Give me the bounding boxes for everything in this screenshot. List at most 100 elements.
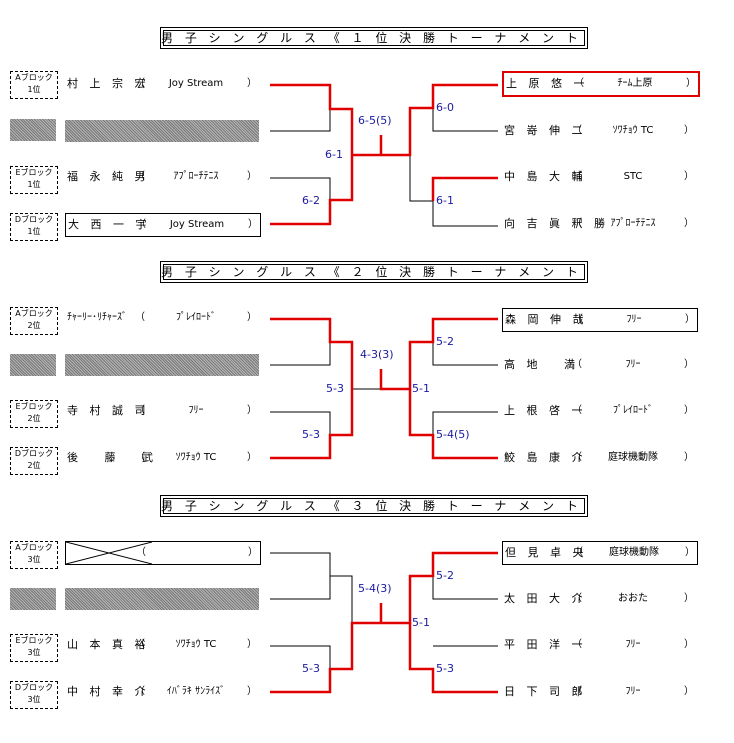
score-label: 6-2 (302, 194, 320, 208)
paren-close: ） (684, 452, 694, 463)
block-label: Eブロック 1位 (10, 166, 58, 194)
empty-slot-bar (65, 588, 259, 610)
empty-slot-bar (65, 120, 259, 142)
paren-open: （ (136, 547, 146, 558)
vacant-cross-icon (66, 542, 152, 564)
club-name: ｿﾜﾁｮｳ TC (175, 452, 217, 463)
paren-open: （ (135, 686, 145, 697)
player-name: ﾁｬｰﾘｰ･ﾘﾁｬｰｽﾞ (67, 312, 127, 323)
player-name: 山 本 真 裕 (67, 638, 150, 651)
player-club: （ﾁｰﾑ上原） (574, 73, 696, 95)
club-name: ｿﾜﾁｮｳ TC (612, 125, 654, 136)
paren-open: （ (572, 452, 582, 463)
player-name: 大 西 一 宇 (68, 218, 151, 231)
paren-close: ） (684, 686, 694, 697)
player-entry: 鮫 島 康 介 （庭球機動隊） (502, 447, 696, 469)
paren-close: ） (684, 593, 694, 604)
player-name: 高 地 満 (504, 358, 579, 371)
score-label: 6-1 (325, 148, 343, 162)
paren-close: ） (685, 314, 695, 325)
player-entry: 太 田 大 介 （ おおた ） (502, 588, 696, 610)
club-name: ｱﾌﾟﾛｰﾁﾃﾆｽ (610, 218, 656, 229)
club-name: ﾌﾘｰ (188, 405, 204, 416)
player-entry: 中 村 幸 介 （ｲﾊﾞﾗｷ ｻﾝﾗｲｽﾞ） (65, 681, 259, 703)
player-club: （Joy Stream） (135, 73, 257, 95)
paren-close: ） (247, 171, 257, 182)
player-entry: 向 吉 眞 釈 勝 （ｱﾌﾟﾛｰﾁﾃﾆｽ） (502, 213, 696, 235)
paren-open: （ (135, 171, 145, 182)
player-entry: 中 島 大 輔 （STC） (502, 166, 696, 188)
paren-open: （ (572, 593, 582, 604)
paren-open: （ (135, 405, 145, 416)
block-label: Dブロック 2位 (10, 447, 58, 475)
club-name: 庭球機動隊 (608, 452, 658, 463)
player-name: 後 藤 武 (67, 451, 157, 464)
player-entry: 日 下 司 郎 （ﾌﾘｰ） (502, 681, 696, 703)
bracket-lines (270, 83, 498, 227)
player-entry: 後 藤 武 （ｿﾜﾁｮｳ TC） (65, 447, 259, 469)
club-name: おおた (618, 593, 648, 604)
player-entry: 上 根 啓 一 （ﾌﾟﾚｲﾛｰﾄﾞ） (502, 400, 696, 422)
paren-close: ） (247, 312, 257, 323)
paren-close: ） (684, 639, 694, 650)
block-label: Eブロック 2位 (10, 400, 58, 428)
block-label: Dブロック 1位 (10, 213, 58, 241)
player-name: 中 村 幸 介 (67, 685, 150, 698)
paren-close: ） (684, 125, 694, 136)
club-name: STC (623, 171, 643, 182)
paren-open: （ (574, 78, 584, 89)
paren-open: （ (136, 219, 146, 230)
score-label: 6-5(5) (358, 114, 392, 128)
paren-close: ） (248, 547, 258, 558)
section-title: 男 子 シ ン グ ル ス 《 １ 位 決 勝 ト ー ナ メ ン ト 》 (160, 27, 588, 49)
player-entry: 山 本 真 裕 （ｿﾜﾁｮｳ TC） (65, 634, 259, 656)
block-label: Aブロック 1位 (10, 71, 58, 99)
player-entry: 高 地 満 （ﾌﾘｰ） (502, 354, 696, 376)
score-label: 5-1 (412, 382, 430, 396)
bracket-lines (270, 551, 498, 694)
paren-close: ） (684, 218, 694, 229)
score-label: 5-4(3) (358, 582, 392, 596)
player-name: 日 下 司 郎 (504, 685, 587, 698)
paren-open: （ (572, 405, 582, 416)
club-name: ｿﾜﾁｮｳ TC (175, 639, 217, 650)
player-name: 上 根 啓 一 (504, 404, 587, 417)
player-name: 太 田 大 介 (504, 592, 587, 605)
player-club: （ﾌﾟﾚｲﾛｰﾄﾞ） (135, 307, 257, 329)
paren-open: （ (135, 452, 145, 463)
player-name: 宮 嵜 伸 二 (504, 124, 587, 137)
score-label: 5-2 (436, 569, 454, 583)
score-label: 4-3(3) (360, 348, 394, 362)
player-name: 村 上 宗 宏 (67, 77, 150, 90)
club-name: ﾌﾘｰ (625, 639, 641, 650)
player-entry: ﾁｬｰﾘｰ･ﾘﾁｬｰｽﾞ （ﾌﾟﾚｲﾛｰﾄﾞ） (65, 307, 259, 329)
paren-close: ） (684, 171, 694, 182)
paren-open: （ (573, 314, 583, 325)
block-label: Aブロック 2位 (10, 307, 58, 335)
player-name: 上 原 悠 一 (506, 77, 589, 90)
player-club: （ﾌﾘｰ） (135, 400, 257, 422)
player-entry-highlighted: 大 西 一 宇 （Joy Stream） (65, 213, 261, 237)
paren-open: （ (572, 639, 582, 650)
score-label: 5-3 (436, 662, 454, 676)
paren-close: ） (684, 405, 694, 416)
section-title: 男 子 シ ン グ ル ス 《 ２ 位 決 勝 ト ー ナ メ ン ト 》 (160, 261, 588, 283)
paren-close: ） (247, 78, 257, 89)
player-name: 寺 村 誠 司 (67, 404, 150, 417)
paren-open: （ (572, 218, 582, 229)
champion-entry: 上 原 悠 一 （ﾁｰﾑ上原） (502, 71, 700, 97)
score-label: 6-0 (436, 101, 454, 115)
paren-open: （ (572, 125, 582, 136)
player-club: （ｱﾌﾟﾛｰﾁﾃﾆｽ） (135, 166, 257, 188)
block-label: Eブロック 3位 (10, 634, 58, 662)
player-club: （ ﾌﾘｰ ） (572, 634, 694, 656)
player-club: （ｿﾜﾁｮｳ TC） (135, 447, 257, 469)
club-name: ﾌﾟﾚｲﾛｰﾄﾞ (176, 312, 216, 323)
player-entry-vacant: （） (65, 541, 261, 565)
score-label: 5-3 (302, 428, 320, 442)
player-club: （STC） (572, 166, 694, 188)
score-label: 5-4(5) (436, 428, 470, 442)
score-label: 5-1 (412, 616, 430, 630)
player-name: 福 永 純 男 (67, 170, 150, 183)
player-club: （ｿﾜﾁｮｳ TC） (135, 634, 257, 656)
